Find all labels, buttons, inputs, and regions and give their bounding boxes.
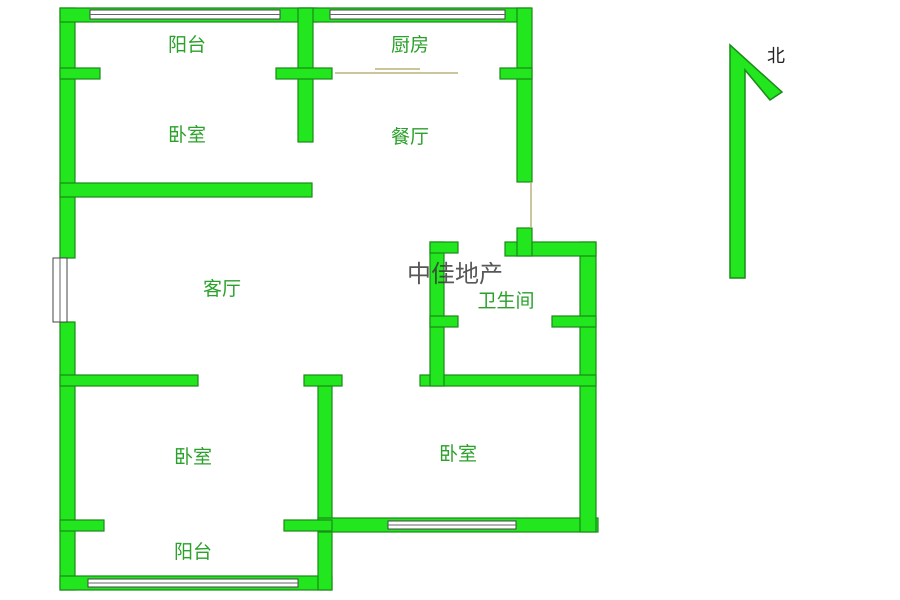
wall-bath-stub-right bbox=[551, 315, 597, 328]
wall-left-bottom bbox=[59, 321, 76, 591]
label-living: 客厅 bbox=[203, 278, 241, 300]
wall-bedroom-right-top bbox=[419, 374, 597, 387]
windows bbox=[52, 9, 517, 588]
wall-stub-bottom-mid-balcony bbox=[283, 519, 333, 532]
doors bbox=[335, 68, 532, 228]
wall-left-top bbox=[59, 7, 76, 259]
label-bedroom-bottom-left: 卧室 bbox=[174, 446, 212, 468]
label-kitchen: 厨房 bbox=[391, 34, 429, 56]
label-balcony-bottom: 阳台 bbox=[174, 541, 212, 563]
watermark: 中佳地产 bbox=[407, 260, 503, 288]
wall-bath-stub-mid bbox=[429, 315, 459, 328]
wall-bath-stub-top bbox=[429, 241, 459, 254]
north-label: 北 bbox=[767, 46, 785, 67]
label-bedroom-top: 卧室 bbox=[168, 124, 206, 146]
wall-bath-stub bbox=[516, 227, 533, 257]
label-bedroom-bottom-right: 卧室 bbox=[439, 443, 477, 465]
wall-living-lower-left bbox=[59, 374, 199, 387]
wall-living-lower-mid bbox=[303, 374, 343, 387]
wall-stub-left-balcony bbox=[59, 67, 101, 80]
wall-lower-middle-vert bbox=[317, 377, 333, 591]
wall-bedroom-top-bottom bbox=[59, 182, 313, 198]
wall-stub-bottom-left-balcony bbox=[59, 519, 105, 532]
north-arrow-icon bbox=[729, 43, 784, 279]
wall-stub-kitchen-right bbox=[499, 67, 533, 80]
label-balcony-top: 阳台 bbox=[168, 34, 206, 56]
label-bathroom: 卫生间 bbox=[477, 290, 534, 312]
wall-stub-mid-balcony bbox=[275, 67, 333, 80]
label-dining: 餐厅 bbox=[391, 126, 429, 148]
room-labels: 阳台 厨房 卧室 餐厅 客厅 卫生间 卧室 卧室 阳台 bbox=[168, 34, 535, 563]
wall-right-top bbox=[516, 7, 533, 183]
north-compass: 北 bbox=[729, 43, 785, 279]
wall-right-lower bbox=[579, 241, 597, 533]
